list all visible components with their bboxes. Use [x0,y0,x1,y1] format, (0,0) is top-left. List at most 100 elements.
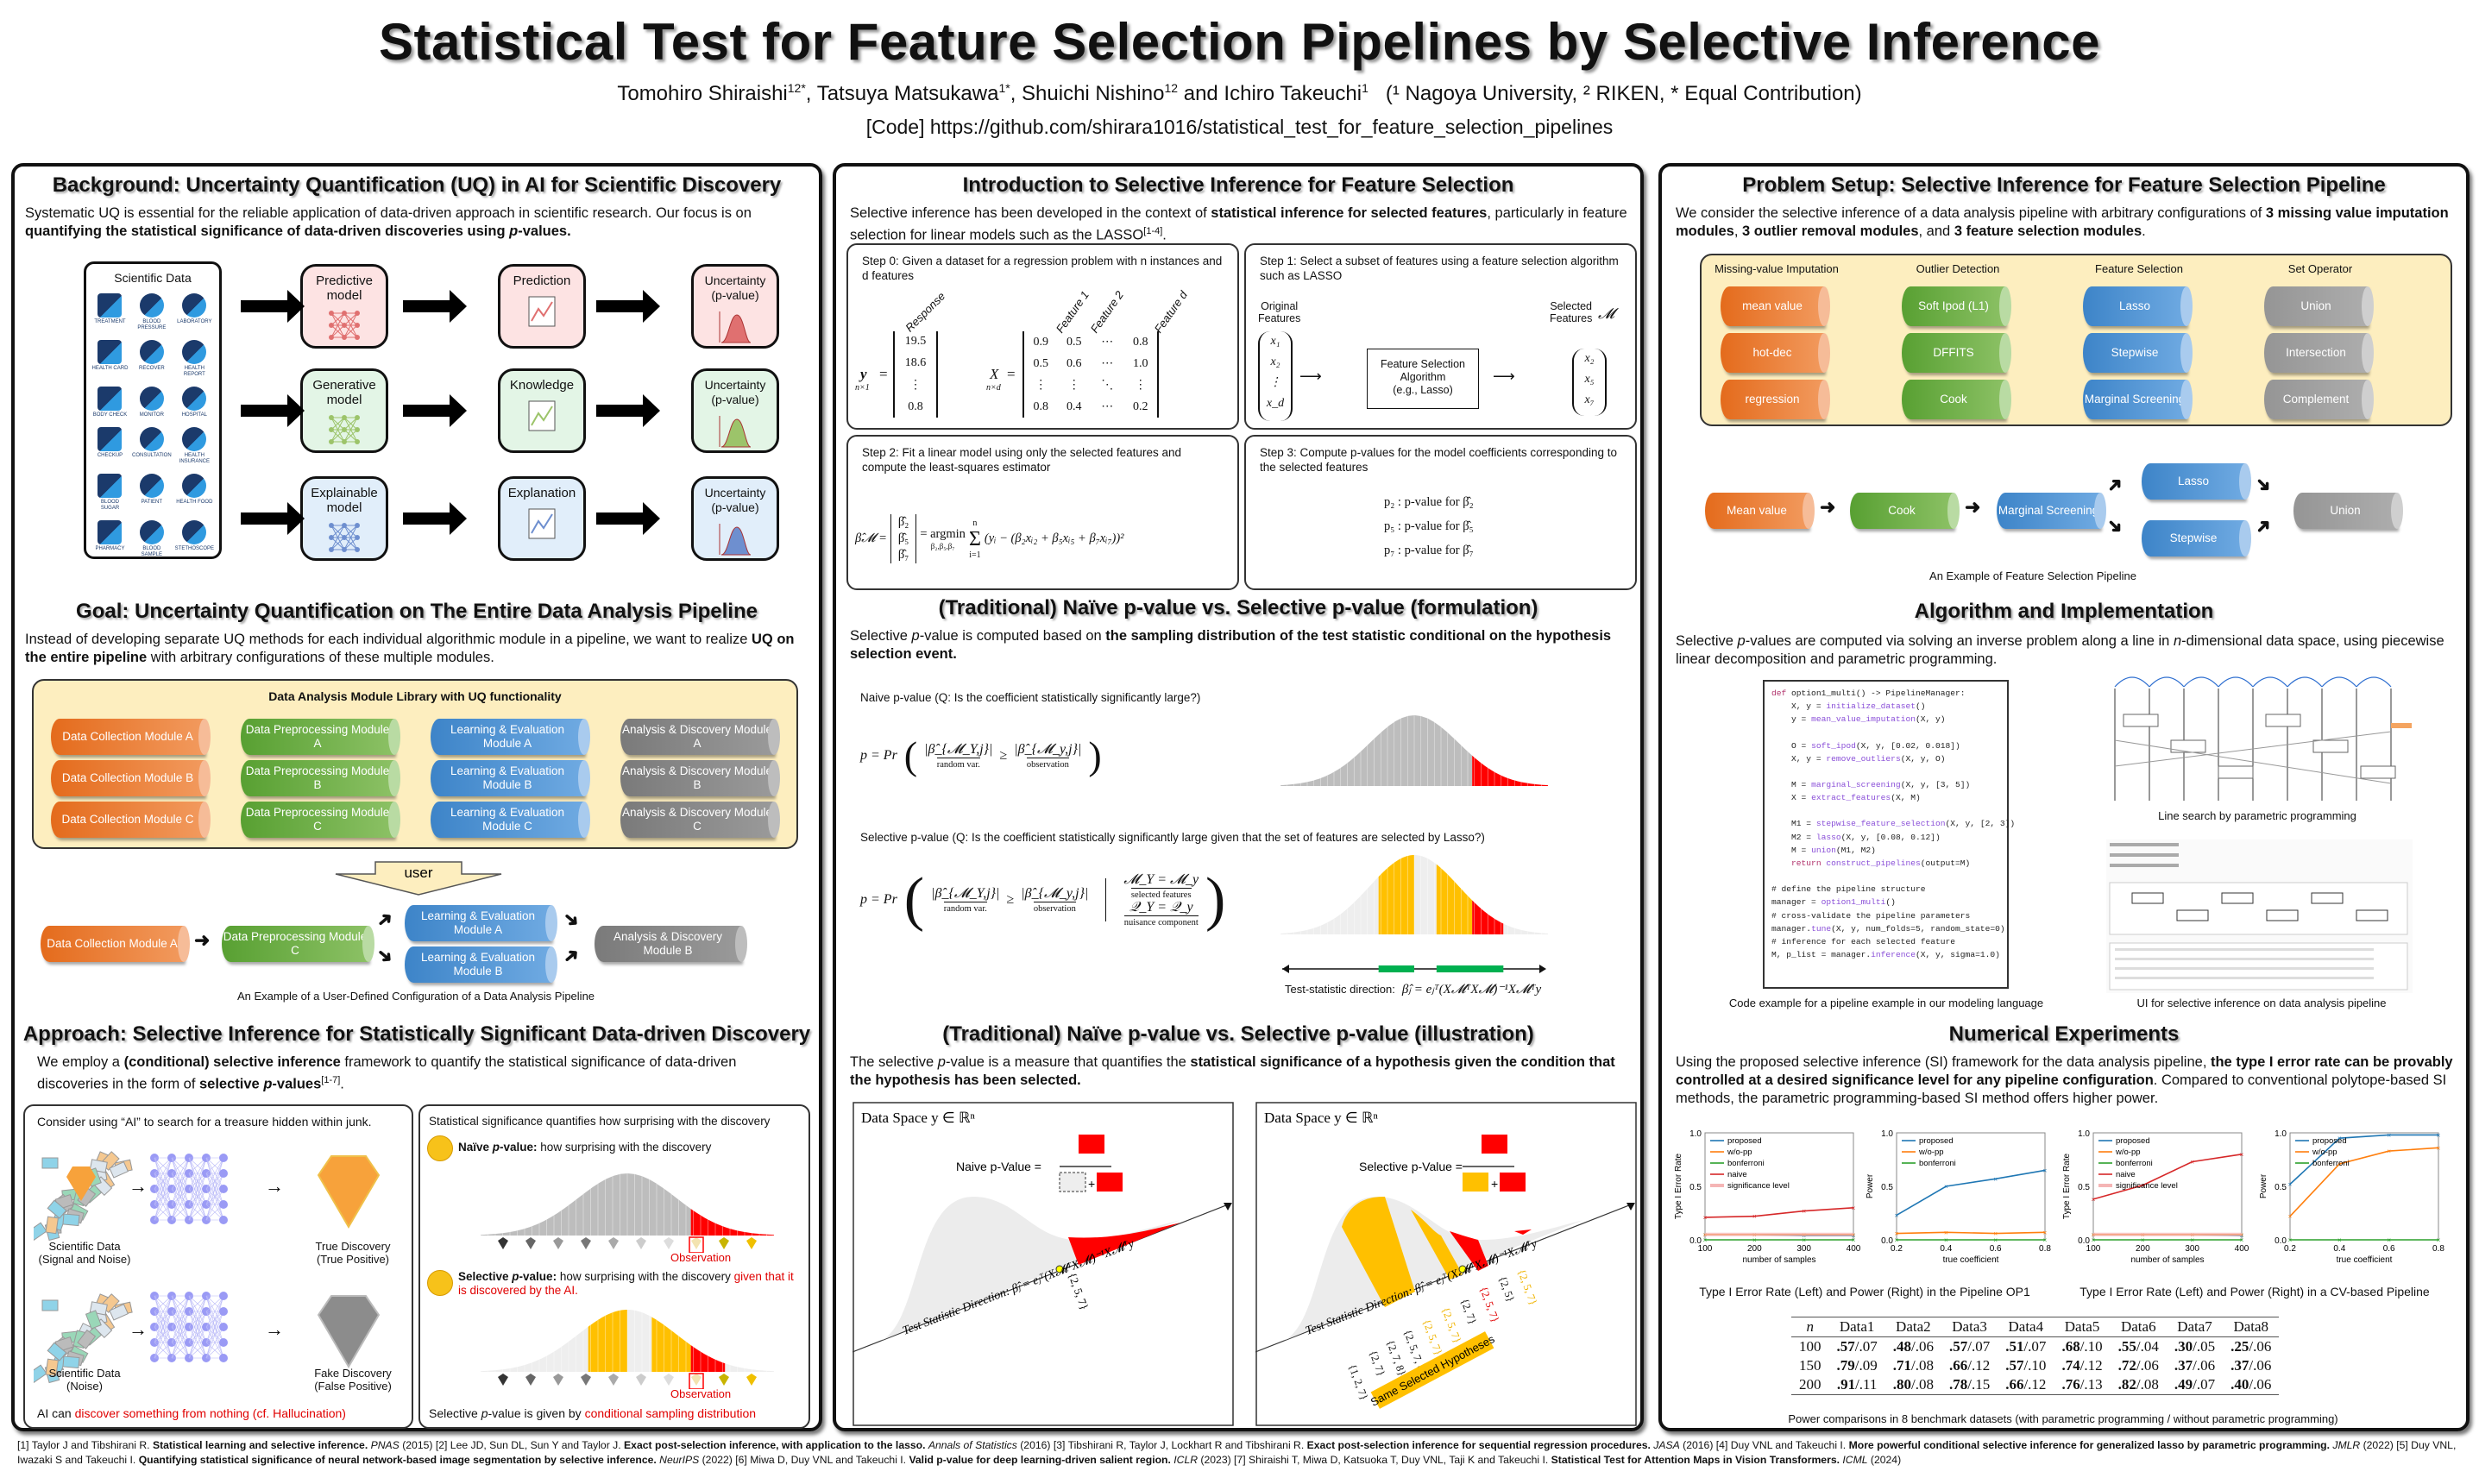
plot-area [2289,1132,2439,1241]
table-cell: .49/.07 [2166,1375,2224,1395]
neuron [219,1200,228,1209]
library-module: Data Preprocessing Module C [241,802,400,838]
ui-result-row [2115,977,2374,979]
code-token: marginal_screening [1811,780,1901,790]
text-segment: -value: [519,1270,557,1283]
direction-arrowhead [1224,1203,1232,1210]
y-axis-label: Power [1866,1173,1875,1198]
pp-value: .57 [1836,1338,1855,1355]
svg-text:+: + [1491,1177,1498,1191]
data-point: × [1752,1213,1757,1221]
text-segment: We employ a [37,1054,124,1070]
text-segment: selective [199,1076,264,1092]
reference-year: (2016) [1020,1439,1051,1451]
pp-value: .76 [2061,1376,2080,1393]
data-icon-label: BODY CHECK [92,412,128,418]
distribution-region [588,1310,627,1372]
code-line [1771,804,2000,817]
observation-label: observation [1033,902,1076,914]
uncertainty-box-label: Uncertainty (p-value) [704,378,766,406]
text-segment: . [340,1076,344,1092]
data-point: × [2043,1229,2048,1236]
data-point: × [2092,1196,2096,1204]
library-module: Data Collection Module B [51,760,211,796]
treasure-item-icon [525,1374,536,1386]
author-line: Tomohiro Shiraishi12*, Tatsuya Matsukawa… [0,81,2479,106]
junk-piece [45,1358,59,1377]
hidden-treasure-icon [66,1166,96,1201]
table-cell: .78/.15 [1941,1375,1998,1395]
code-token: option1_multi() -> PipelineManager: [1791,689,1966,698]
data-point: × [1852,1232,1856,1240]
table-row: 150.79/.09.71/.08.66/.12.57/.10.74/.12.7… [1791,1356,2279,1375]
y-entry: 18.6 [904,356,927,370]
config-caption: An Example of a User-Defined Configurati… [236,990,595,1003]
table-cell: .30/.05 [2167,1337,2223,1357]
interval-box [2123,714,2159,727]
reference-authors: Taylor J and Tibshirani R. [31,1439,150,1451]
interval-box [2170,739,2206,753]
no-pp-value: /.15 [1967,1376,1991,1393]
arrow-right-icon [241,502,305,535]
text-segment: p [512,1270,519,1283]
selective-question: Selective p-value (Q: Is the coefficient… [860,831,1485,844]
data-icon-label: CHECKUP [97,453,123,458]
data-icon-item: CHECKUP [91,427,129,465]
module-group-title: Set Operator [2287,262,2353,275]
original-features-label: Original Features [1258,300,1301,324]
observation-value: |β̂_{𝓜_y,j}| [1014,742,1082,757]
reference-venue: Annals of Statistics [928,1439,1017,1451]
text-segment: p [492,1141,500,1154]
no-pp-value: /.11 [1855,1376,1878,1393]
arrow-icon: → [129,1318,148,1340]
interval-box [2265,714,2301,727]
significance-panel: Statistical significance quantifies how … [418,1104,810,1429]
y-tick-label: 1.0 [2078,1129,2090,1139]
approach-heading: Approach: Selective Inference for Statis… [22,1022,811,1046]
data-icon-label: STETHOSCOPE [174,546,214,551]
distribution-region [481,1326,588,1372]
treasure-illustration: →→ →→ [34,1151,381,1384]
text-segment: the type I error rate can be provably co… [1676,1054,2453,1088]
y-tick-label: 0.0 [2275,1236,2287,1246]
table-header: Data8 [2223,1317,2280,1337]
table-cell: .51/.07 [1998,1337,2054,1357]
reference-authors: Tibshirani R, Taylor J, Lockhart R and T… [1067,1439,1305,1451]
equals-sign: = [879,366,888,382]
pvalue-line: p₇ : p-value for β̂₇ [1384,544,1474,557]
data-icon-label: HEALTH FOOD [176,500,213,505]
treasure-item-icon [581,1374,591,1386]
pp-value: .66 [2005,1376,2024,1393]
text-segment: [1-7] [321,1075,341,1085]
treasure-item-icon [636,1237,646,1249]
data-icon-item: BLOOD SUGAR [91,474,129,512]
surprised-face-icon [427,1135,453,1161]
author-list: Tomohiro Shiraishi12*, Tatsuya Matsukawa… [617,81,1368,105]
text-segment: conditional sampling distribution [584,1406,757,1420]
y-axis-label: Type I Error Rate [1674,1153,1683,1219]
data-icon-item: PHARMACY [91,520,129,558]
arrow-icon: ➜ [2101,471,2129,499]
x-tick-label: 0.2 [1891,1244,1903,1254]
distribution-icon [719,524,752,556]
no-pp-value: /.06 [2136,1357,2159,1374]
pp-value: .51 [2005,1338,2024,1355]
pp-value: .80 [1892,1376,1911,1393]
middle-column: Introduction to Selective Inference for … [833,163,1644,1431]
pp-value: .82 [2117,1376,2136,1393]
table-cell: .40/.06 [2223,1375,2280,1395]
op1-caption: Type I Error Rate (Left) and Power (Righ… [1699,1285,2030,1298]
data-icon-label: LABORATORY [177,319,212,324]
legend-label: w/o-pp [1727,1148,1752,1157]
nuisance-event: 𝒬_Y = 𝒬_y [1129,900,1193,915]
illustration-text: The selective p-value is a measure that … [850,1053,1630,1090]
feature-symbol: x_d [1266,397,1285,410]
code-link[interactable]: [Code] https://github.com/shirara1016/st… [865,116,1614,138]
config-analysis-module: Analysis & Discovery Module B [595,926,747,962]
code-token: construct_pipelines [1826,858,1921,869]
junk-piece [34,1222,47,1242]
selective-pvalue-formula: p = Pr ( |β̂_{𝓜_Y,j}|random var. ≥ |β̂_{… [860,870,1225,930]
series-line-proposed [1896,1169,2046,1217]
text-segment: [1-4] [1143,226,1163,236]
junk-pile-icon [34,1151,133,1242]
